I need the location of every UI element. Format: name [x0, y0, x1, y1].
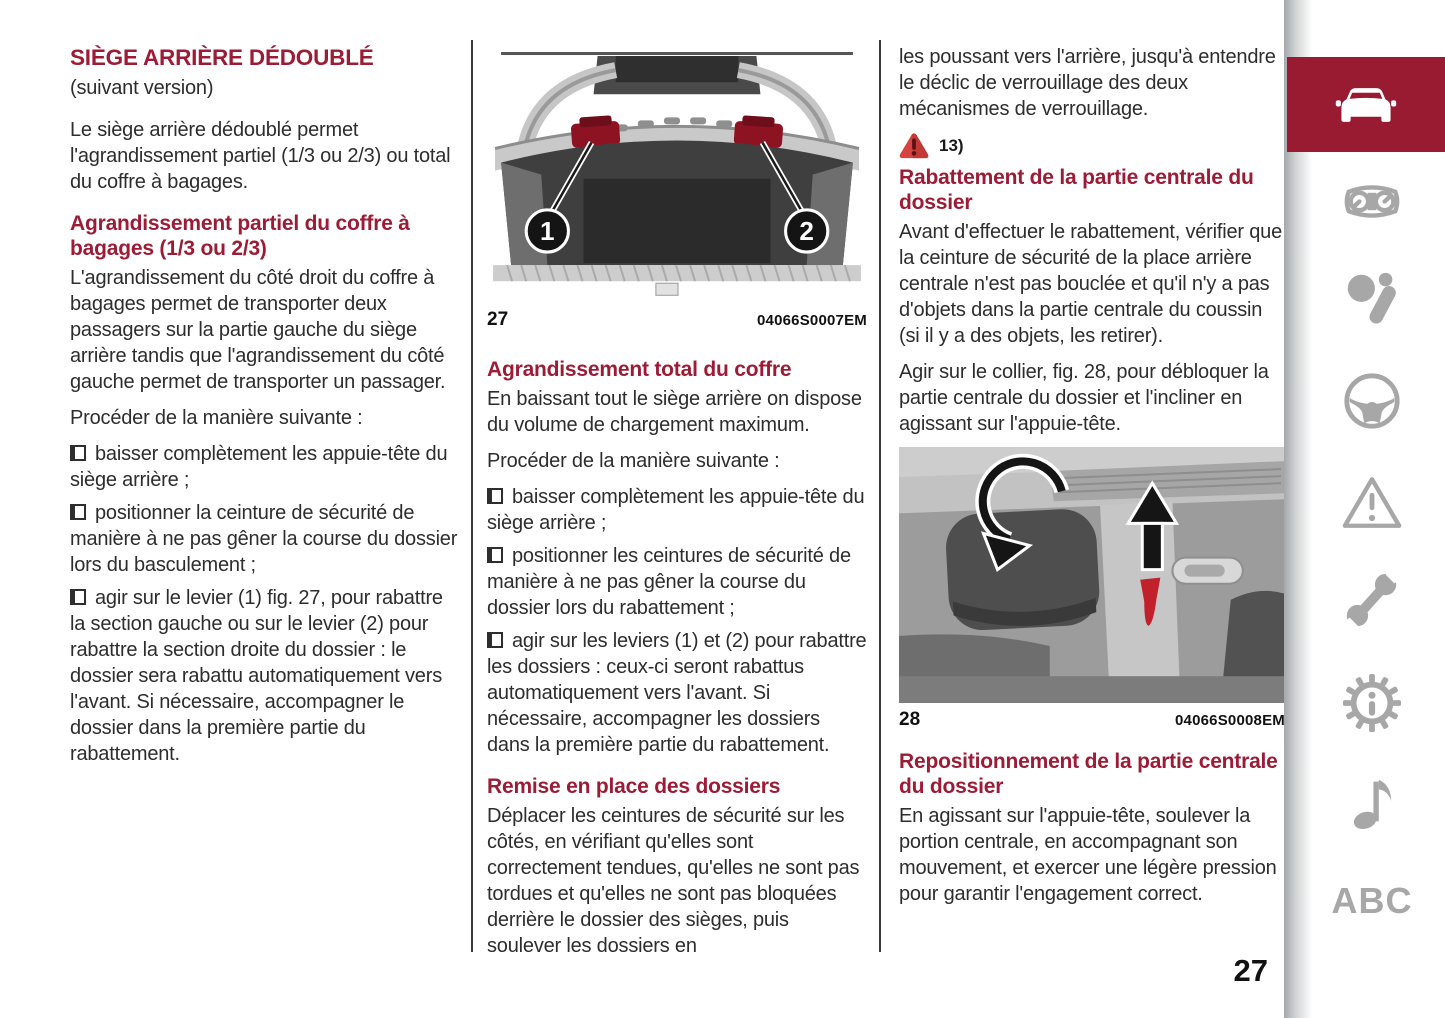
reinstall-heading: Remise en place des dossiers: [487, 775, 781, 799]
bullet-text: positionner les ceintures de sécurité de…: [487, 545, 851, 620]
column-divider: [471, 40, 473, 952]
release-collar: [1140, 577, 1161, 626]
figure-caption: 28 04066S0008EM: [899, 709, 1285, 731]
gauges-icon: [1344, 185, 1400, 218]
reposition-heading: Repositionnement de la partie centrale d…: [899, 750, 1278, 799]
total-body: En baissant tout le siège arrière on dis…: [487, 388, 862, 437]
sidebar-tab-dashboard[interactable]: [1306, 180, 1438, 223]
figure-27-trunk-levers: 1 2 27 04066S0007EM: [487, 50, 867, 331]
warning-number: 13): [939, 135, 964, 155]
square-bullet-icon: [70, 445, 86, 461]
bullet-item: baisser complètement les appuie-tête du …: [487, 484, 867, 536]
sidebar-tab-emergency[interactable]: [1306, 474, 1438, 531]
figure-code: 04066S0007EM: [757, 312, 867, 330]
fold-body-2: Agir sur le collier, fig. 28, pour déblo…: [899, 361, 1269, 435]
fold-body-1: Avant d'effectuer le rabattement, vérifi…: [899, 221, 1282, 347]
right-column: les poussant vers l'arrière, jusqu'à ent…: [899, 44, 1285, 917]
sidebar-tab-multimedia[interactable]: [1306, 770, 1438, 832]
up-arrow: [1125, 480, 1180, 572]
bullet-item: positionner les ceintures de sécurité de…: [487, 543, 867, 621]
bullet-item: baisser complètement les appuie-tête du …: [70, 441, 462, 493]
continuation-paragraph: les poussant vers l'arrière, jusqu'à ent…: [899, 46, 1276, 120]
car-icon: [1335, 88, 1397, 122]
sidebar-tab-maintenance[interactable]: [1306, 566, 1438, 636]
warning-triangle-icon: [899, 133, 929, 159]
figure-number: 27: [487, 309, 509, 331]
bullet-text: positionner la ceinture de sécurité de m…: [70, 502, 458, 576]
music-note-icon: [1353, 779, 1392, 829]
callout-2-circle: [784, 208, 830, 254]
square-bullet-icon: [70, 504, 86, 520]
column-divider: [879, 40, 881, 952]
intro-paragraph: Le siège arrière dédoublé permet l'agran…: [70, 119, 451, 193]
section-title: SIÈGE ARRIÈRE DÉDOUBLÉ: [70, 45, 374, 70]
sidebar-tab-index[interactable]: ABC: [1306, 880, 1438, 922]
bullet-item: positionner la ceinture de sécurité de m…: [70, 500, 462, 578]
left-column: SIÈGE ARRIÈRE DÉDOUBLÉ (suivant version)…: [70, 44, 462, 774]
square-bullet-icon: [70, 589, 86, 605]
center-headrest: [946, 509, 1100, 631]
warning-reference: 13): [899, 132, 1285, 159]
total-heading: Agrandissement total du coffre: [487, 358, 792, 382]
figure-caption: 27 04066S0007EM: [487, 309, 867, 331]
left-release-lever: [571, 115, 621, 148]
gear-info-icon: [1342, 673, 1402, 733]
sidebar-tab-technical-data[interactable]: [1306, 672, 1438, 734]
bullet-text: baisser complètement les appuie-tête du …: [70, 443, 448, 491]
bullet-text: baisser complètement les appuie-tête du …: [487, 486, 865, 535]
section-subtitle: (suivant version): [70, 77, 214, 99]
page-number: 27: [1233, 953, 1268, 988]
right-release-lever: [733, 115, 783, 148]
square-bullet-icon: [487, 632, 503, 649]
warning-triangle-outline-icon: [1342, 477, 1402, 528]
figure-number: 28: [899, 709, 921, 731]
square-bullet-icon: [487, 488, 503, 505]
partial-heading: Agrandissement partiel du coffre à bagag…: [70, 212, 410, 260]
sidebar-tab-vehicle[interactable]: [1287, 57, 1445, 152]
sidebar-tab-driving[interactable]: [1306, 370, 1438, 432]
fold-heading: Rabattement de la partie centrale du dos…: [899, 166, 1254, 214]
headrest-illustration: [899, 447, 1285, 704]
callout-1-label: 1: [540, 216, 555, 246]
abc-index-label: ABC: [1331, 880, 1413, 921]
bullet-text: agir sur le levier (1) fig. 27, pour rab…: [70, 587, 443, 765]
bullet-item: agir sur le levier (1) fig. 27, pour rab…: [70, 585, 462, 767]
wrench-icon: [1341, 567, 1403, 634]
square-bullet-icon: [487, 547, 503, 564]
steering-wheel-icon: [1344, 373, 1400, 429]
middle-column: 1 2 27 04066S0007EM Agrandissement total…: [487, 50, 867, 969]
airbag-icon: [1347, 272, 1396, 324]
sidebar-tab-safety[interactable]: [1306, 266, 1438, 330]
reposition-body: En agissant sur l'appuie-tête, soulever …: [899, 805, 1277, 906]
reinstall-body: Déplacer les ceintures de sécurité sur l…: [487, 805, 860, 958]
callout-2-label: 2: [799, 216, 814, 246]
bullet-text: agir sur les leviers (1) et (2) pour rab…: [487, 630, 867, 757]
partial-body: L'agrandissement du côté droit du coffre…: [70, 267, 446, 393]
procedure-intro: Procéder de la manière suivante :: [70, 407, 363, 429]
figure-code: 04066S0008EM: [1175, 712, 1285, 730]
callout-1-circle: [524, 208, 570, 254]
procedure-intro: Procéder de la manière suivante :: [487, 450, 780, 473]
rotate-arrow: [975, 453, 1070, 573]
page-edge-shadow: [1284, 0, 1312, 1018]
bullet-item: agir sur les leviers (1) et (2) pour rab…: [487, 628, 867, 758]
figure-28-headrest: 28 04066S0008EM: [899, 447, 1285, 731]
trunk-illustration: 1 2: [487, 50, 867, 304]
